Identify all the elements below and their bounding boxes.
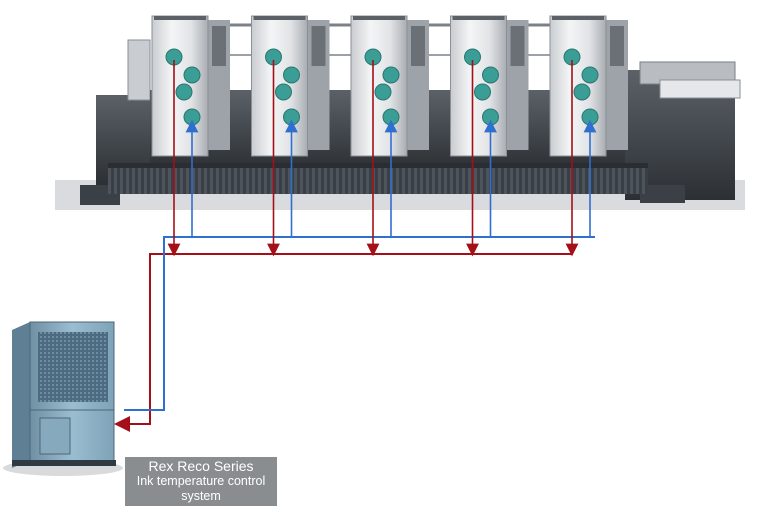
- ink-roller: [474, 83, 491, 101]
- unit-tower-cap: [552, 16, 604, 20]
- unit-tower-cap: [154, 16, 206, 20]
- press-walkway: [108, 166, 648, 194]
- supply-pipe-main: [114, 253, 572, 432]
- printing-unit-1: [151, 15, 230, 157]
- printing-units: [151, 15, 628, 157]
- unit-frame-panel: [411, 26, 425, 66]
- printing-unit-5: [549, 15, 628, 157]
- unit-frame-panel: [610, 26, 624, 66]
- ink-roller: [573, 83, 591, 101]
- printing-press: [55, 15, 745, 210]
- ink-roller: [183, 66, 201, 84]
- ink-roller: [275, 83, 292, 101]
- chiller-grille: [38, 332, 108, 402]
- caption-line3: system: [181, 489, 221, 503]
- return-pipe-main: [124, 236, 595, 411]
- unit-frame-panel: [510, 26, 525, 66]
- ink-roller: [175, 83, 193, 101]
- printing-unit-4: [450, 15, 529, 157]
- ink-roller: [581, 66, 599, 84]
- chiller-unit: [3, 321, 123, 476]
- chiller-foot: [12, 460, 116, 466]
- chiller-door: [39, 417, 71, 455]
- printing-unit-2: [251, 15, 330, 157]
- ink-roller: [283, 108, 300, 126]
- unit-tower-cap: [452, 16, 505, 20]
- unit-frame-panel: [212, 26, 226, 66]
- ink-roller: [382, 108, 400, 126]
- unit-tower-cap: [353, 16, 405, 20]
- ink-roller: [482, 66, 499, 84]
- chiller-side: [12, 322, 30, 468]
- ink-roller: [581, 108, 599, 126]
- caption-title: Rex Reco Series: [148, 458, 254, 474]
- unit-tower-cap: [253, 16, 306, 20]
- press-walkway-edge: [108, 163, 648, 168]
- ink-roller: [283, 66, 300, 84]
- ink-roller: [482, 108, 499, 126]
- ink-roller: [374, 83, 392, 101]
- ink-roller: [183, 108, 201, 126]
- printing-unit-3: [350, 15, 429, 157]
- caption-line2: Ink temperature control: [136, 474, 266, 488]
- piping: [114, 60, 597, 432]
- unit-frame-panel: [311, 26, 326, 66]
- ink-roller: [382, 66, 400, 84]
- system-caption: Rex Reco Series Ink temperature control …: [125, 457, 277, 506]
